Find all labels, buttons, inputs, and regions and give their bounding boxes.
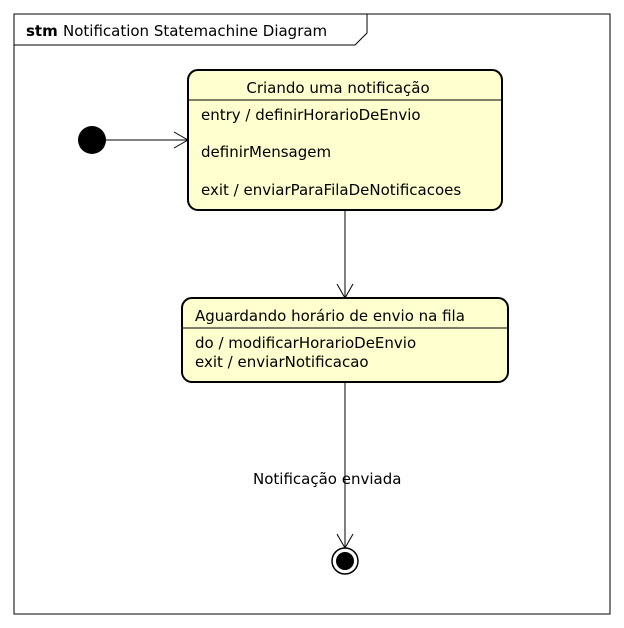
frame-name: Notification Statemachine Diagram (63, 22, 327, 40)
state-creating-title: Criando uma notificação (246, 79, 429, 97)
state-waiting-do-activity: do / modificarHorarioDeEnvio (195, 334, 416, 352)
state-creating-exit-activity: exit / enviarParaFilaDeNotificacoes (201, 181, 461, 199)
frame-keyword: stm (26, 22, 58, 40)
initial-state (78, 126, 106, 154)
state-creating-internal-activity: definirMensagem (201, 143, 331, 161)
state-waiting-title: Aguardando horário de envio na fila (195, 307, 465, 325)
frame-label-tab (14, 14, 368, 46)
state-creating-notification: Criando uma notificação entry / definirH… (187, 69, 503, 211)
state-waiting-exit-activity: exit / enviarNotificacao (195, 353, 369, 371)
state-waiting-in-queue: Aguardando horário de envio na fila do /… (181, 297, 509, 383)
final-state (331, 547, 359, 575)
state-creating-entry-activity: entry / definirHorarioDeEnvio (201, 106, 421, 124)
transition-label-notification-sent: Notificação enviada (253, 470, 401, 488)
final-state-inner-dot (336, 552, 354, 570)
